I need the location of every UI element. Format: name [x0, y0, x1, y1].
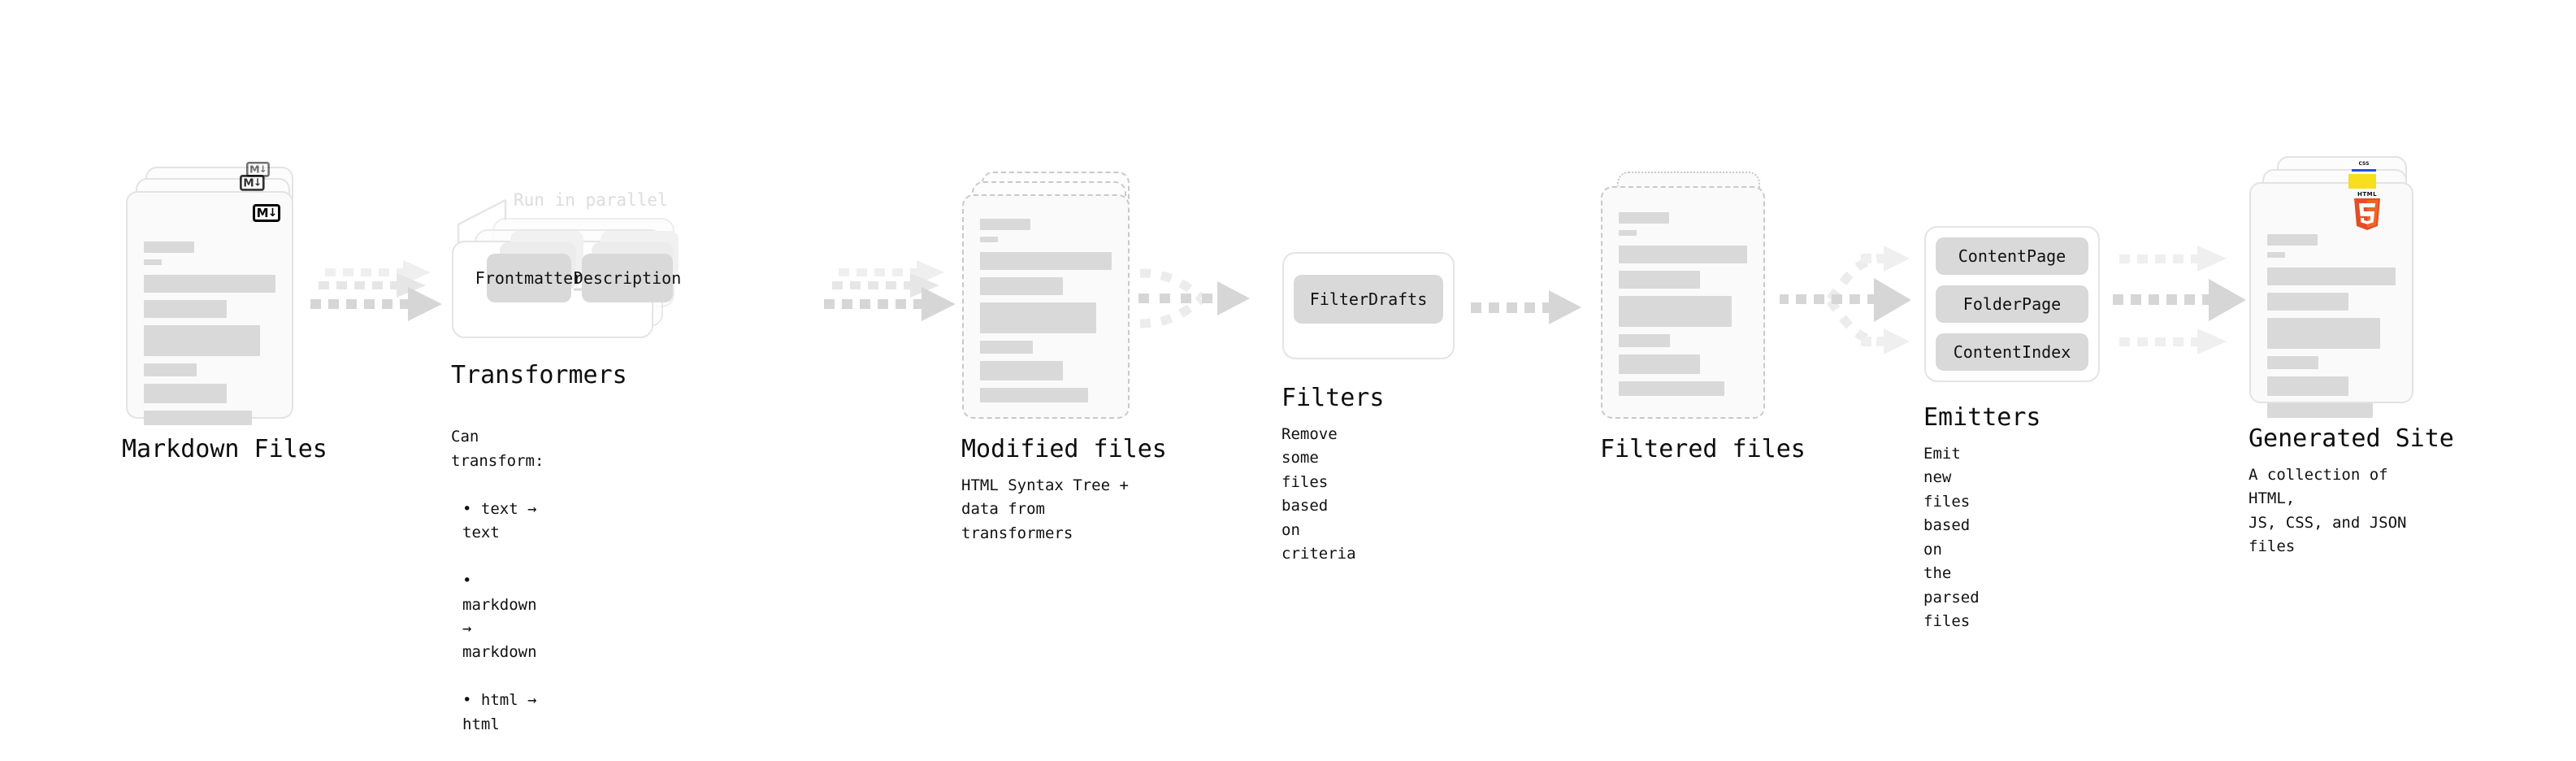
markdown-badge-icon-ghost-mid: M↓ [240, 175, 265, 191]
emitter-chip-contentindex[interactable]: ContentIndex [1936, 333, 2088, 371]
emitters-description: Emit new files based on the parsed files [1923, 445, 1980, 631]
emitter-chip-folderpage[interactable]: FolderPage [1936, 285, 2088, 323]
js-badge-icon [2348, 174, 2376, 189]
connector-transformers-to-modified [821, 260, 967, 340]
connector-modified-to-filters [1138, 260, 1260, 341]
markdown-file-card: M↓ [126, 191, 293, 425]
emitter-chip-contentpage[interactable]: ContentPage [1936, 237, 2088, 275]
filter-chip-filterdrafts[interactable]: FilterDrafts [1294, 275, 1443, 324]
transformers-bullet-0: • text → text [462, 499, 537, 542]
connector-md-to-transformers [307, 260, 453, 340]
generated-site-description: A collection of HTML, JS, CSS, and JSON … [2249, 466, 2407, 556]
stage-title-filtered-files: Filtered files [1600, 435, 1806, 463]
stage-title-transformers: Transformers [451, 361, 627, 389]
modified-file-card [962, 194, 1130, 419]
connector-filters-to-filtered [1471, 286, 1585, 335]
stage-title-generated-site: Generated Site [2249, 424, 2454, 453]
stage-title-modified-files: Modified files [961, 435, 1167, 463]
html5-badge-icon: HTML [2352, 191, 2383, 231]
transformer-chip-description[interactable]: Description [574, 254, 681, 302]
transformers-bullet-2: • html → html [462, 691, 537, 733]
filtered-file-card [1601, 186, 1765, 419]
filters-description: Remove some files based on criteria [1281, 425, 1356, 563]
stage-title-emitters: Emitters [1923, 403, 2041, 432]
transformers-bullet-1: • markdown → markdown [462, 572, 537, 662]
html5-badge-label: HTML [2357, 191, 2378, 198]
stage-filtered-files: Filtered files [1600, 167, 1806, 463]
stage-title-markdown-files: Markdown Files [122, 435, 327, 463]
modified-files-description: HTML Syntax Tree + data from transformer… [961, 476, 1129, 542]
transformers-description: Can transform: • text → text • markdown … [451, 402, 544, 761]
pipeline-diagram: M↓ M↓ M↓ Markdown Files [122, 156, 2454, 733]
connector-filtered-to-emitters [1780, 236, 1918, 366]
transformers-can-transform-label: Can transform: [451, 428, 544, 470]
stage-generated-site: CSS HTML Generated Site A collection of … [2249, 156, 2454, 555]
stage-markdown-files: M↓ M↓ M↓ Markdown Files [122, 162, 327, 463]
stage-title-filters: Filters [1281, 384, 1385, 412]
run-in-parallel-hint: Run in parallel [514, 190, 668, 210]
connector-emitters-to-site [2113, 236, 2255, 366]
markdown-badge-icon: M↓ [253, 204, 280, 222]
generated-file-card [2249, 182, 2413, 418]
transformer-chip-frontmatter[interactable]: Frontmatter [475, 254, 583, 302]
stage-modified-files: Modified files HTML Syntax Tree + data f… [961, 167, 1167, 542]
css-badge-icon: CSS [2352, 161, 2376, 172]
